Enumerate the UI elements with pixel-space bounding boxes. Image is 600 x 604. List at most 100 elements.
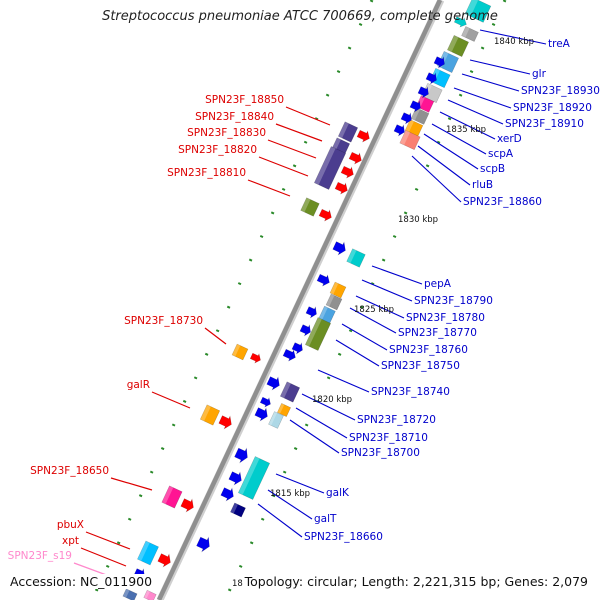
right-gene-label: SPN23F_18720: [357, 414, 436, 426]
right-gene-label: SPN23F_18660: [304, 531, 383, 543]
gene-features: [122, 0, 492, 603]
gene-block: [461, 26, 479, 42]
genome-backbone: [156, 0, 445, 602]
leader-line: [461, 73, 520, 92]
left-gene-label: SPN23F_18830: [187, 127, 266, 139]
leader-line: [80, 547, 127, 567]
leader-line: [317, 369, 370, 393]
leader-line: [355, 295, 405, 319]
gene-arrow: [259, 396, 271, 408]
gene-arrow: [254, 407, 268, 422]
right-gene-label: galK: [326, 487, 350, 499]
gene-arrow: [433, 56, 445, 69]
leader-line: [275, 473, 325, 494]
leader-line: [289, 419, 340, 454]
gene-arrow: [356, 129, 370, 143]
right-gene-label: SPN23F_18700: [341, 447, 420, 459]
gene-arrow: [220, 487, 234, 502]
right-gene-label: SPN23F_18770: [398, 327, 477, 339]
leader-line: [258, 156, 309, 177]
right-gene-label: galT: [314, 513, 337, 525]
gene-arrow: [393, 124, 405, 137]
gene-arrow: [299, 324, 311, 337]
left-gene-label: SPN23F_18650: [30, 465, 109, 477]
leader-line: [335, 339, 380, 367]
leader-line: [85, 531, 131, 550]
gene-block: [230, 502, 246, 518]
gene-block: [464, 0, 492, 23]
leader-line: [247, 179, 291, 197]
gene-labels: SPN23F_18850SPN23F_18840SPN23F_18830SPN2…: [8, 38, 600, 562]
ruler-label: 1835 kbp: [446, 125, 486, 135]
right-gene-label: SPN23F_18860: [463, 196, 542, 208]
gene-block: [399, 129, 421, 151]
gene-block: [268, 411, 284, 429]
map-title: Streptococcus pneumoniae ATCC 700669, co…: [102, 9, 498, 24]
leader-line: [267, 489, 313, 520]
leader-line: [479, 29, 547, 45]
leader-line: [275, 123, 323, 142]
leader-line: [447, 99, 504, 125]
right-gene-label: SPN23F_18920: [513, 102, 592, 114]
right-gene-label: SPN23F_18930: [521, 85, 600, 97]
right-gene-label: SPN23F_18760: [389, 344, 468, 356]
left-gene-label: SPN23F_18730: [124, 315, 203, 327]
gene-block: [304, 317, 332, 351]
leader-line: [423, 133, 479, 170]
left-gene-label: galR: [127, 379, 150, 391]
right-gene-label: scpA: [488, 148, 514, 160]
leader-line: [417, 145, 471, 186]
genome-summary: Topology: circular; Length: 2,221,315 bp…: [242, 574, 590, 589]
gene-block: [337, 121, 359, 143]
gene-arrow: [425, 72, 437, 85]
gene-arrow: [334, 181, 348, 195]
gene-block: [137, 540, 159, 566]
gene-arrow: [409, 100, 421, 113]
right-gene-label: SPN23F_18710: [349, 432, 428, 444]
leader-line: [341, 323, 388, 351]
gene-arrow: [332, 241, 346, 256]
gene-arrow: [340, 165, 354, 179]
gene-arrow: [249, 352, 261, 364]
gene-arrow: [318, 208, 332, 222]
gene-block: [237, 456, 271, 500]
right-gene-label: xerD: [497, 133, 522, 145]
leader-line: [349, 307, 397, 334]
leader-line: [110, 477, 153, 491]
gene-block: [279, 381, 301, 403]
gene-block: [329, 281, 347, 299]
left-gene-label: SPN23F_18820: [178, 144, 257, 156]
leader-line: [469, 59, 531, 75]
gene-block: [300, 197, 320, 217]
right-gene-label: SPN23F_18910: [505, 118, 584, 130]
gene-block: [325, 293, 343, 311]
leader-line: [267, 139, 317, 159]
gene-arrow: [266, 376, 280, 391]
gene-arrow: [400, 112, 412, 125]
right-gene-label: SPN23F_18780: [406, 312, 485, 324]
right-gene-label: rluB: [472, 179, 493, 191]
left-gene-label: pbuX: [57, 519, 84, 531]
gene-arrow: [218, 415, 232, 430]
gene-block: [447, 35, 469, 57]
gene-arrow: [305, 306, 317, 319]
right-gene-label: SPN23F_18750: [381, 360, 460, 372]
label-leader-lines: [73, 29, 547, 581]
gene-arrow: [196, 536, 210, 553]
leader-line: [439, 111, 496, 140]
leader-line: [301, 393, 356, 421]
right-gene-label: scpB: [480, 163, 505, 175]
leader-line: [453, 87, 512, 109]
gene-arrow: [348, 151, 362, 165]
leader-line: [431, 123, 487, 155]
gene-arrow: [282, 348, 296, 362]
accession-label: Accession: NC_011900: [8, 574, 155, 589]
left-gene-label: xpt: [62, 535, 79, 547]
leader-line: [285, 106, 331, 126]
gene-block: [199, 404, 221, 426]
leader-line: [295, 407, 348, 439]
gene-block: [277, 403, 291, 417]
leader-line: [361, 279, 413, 302]
